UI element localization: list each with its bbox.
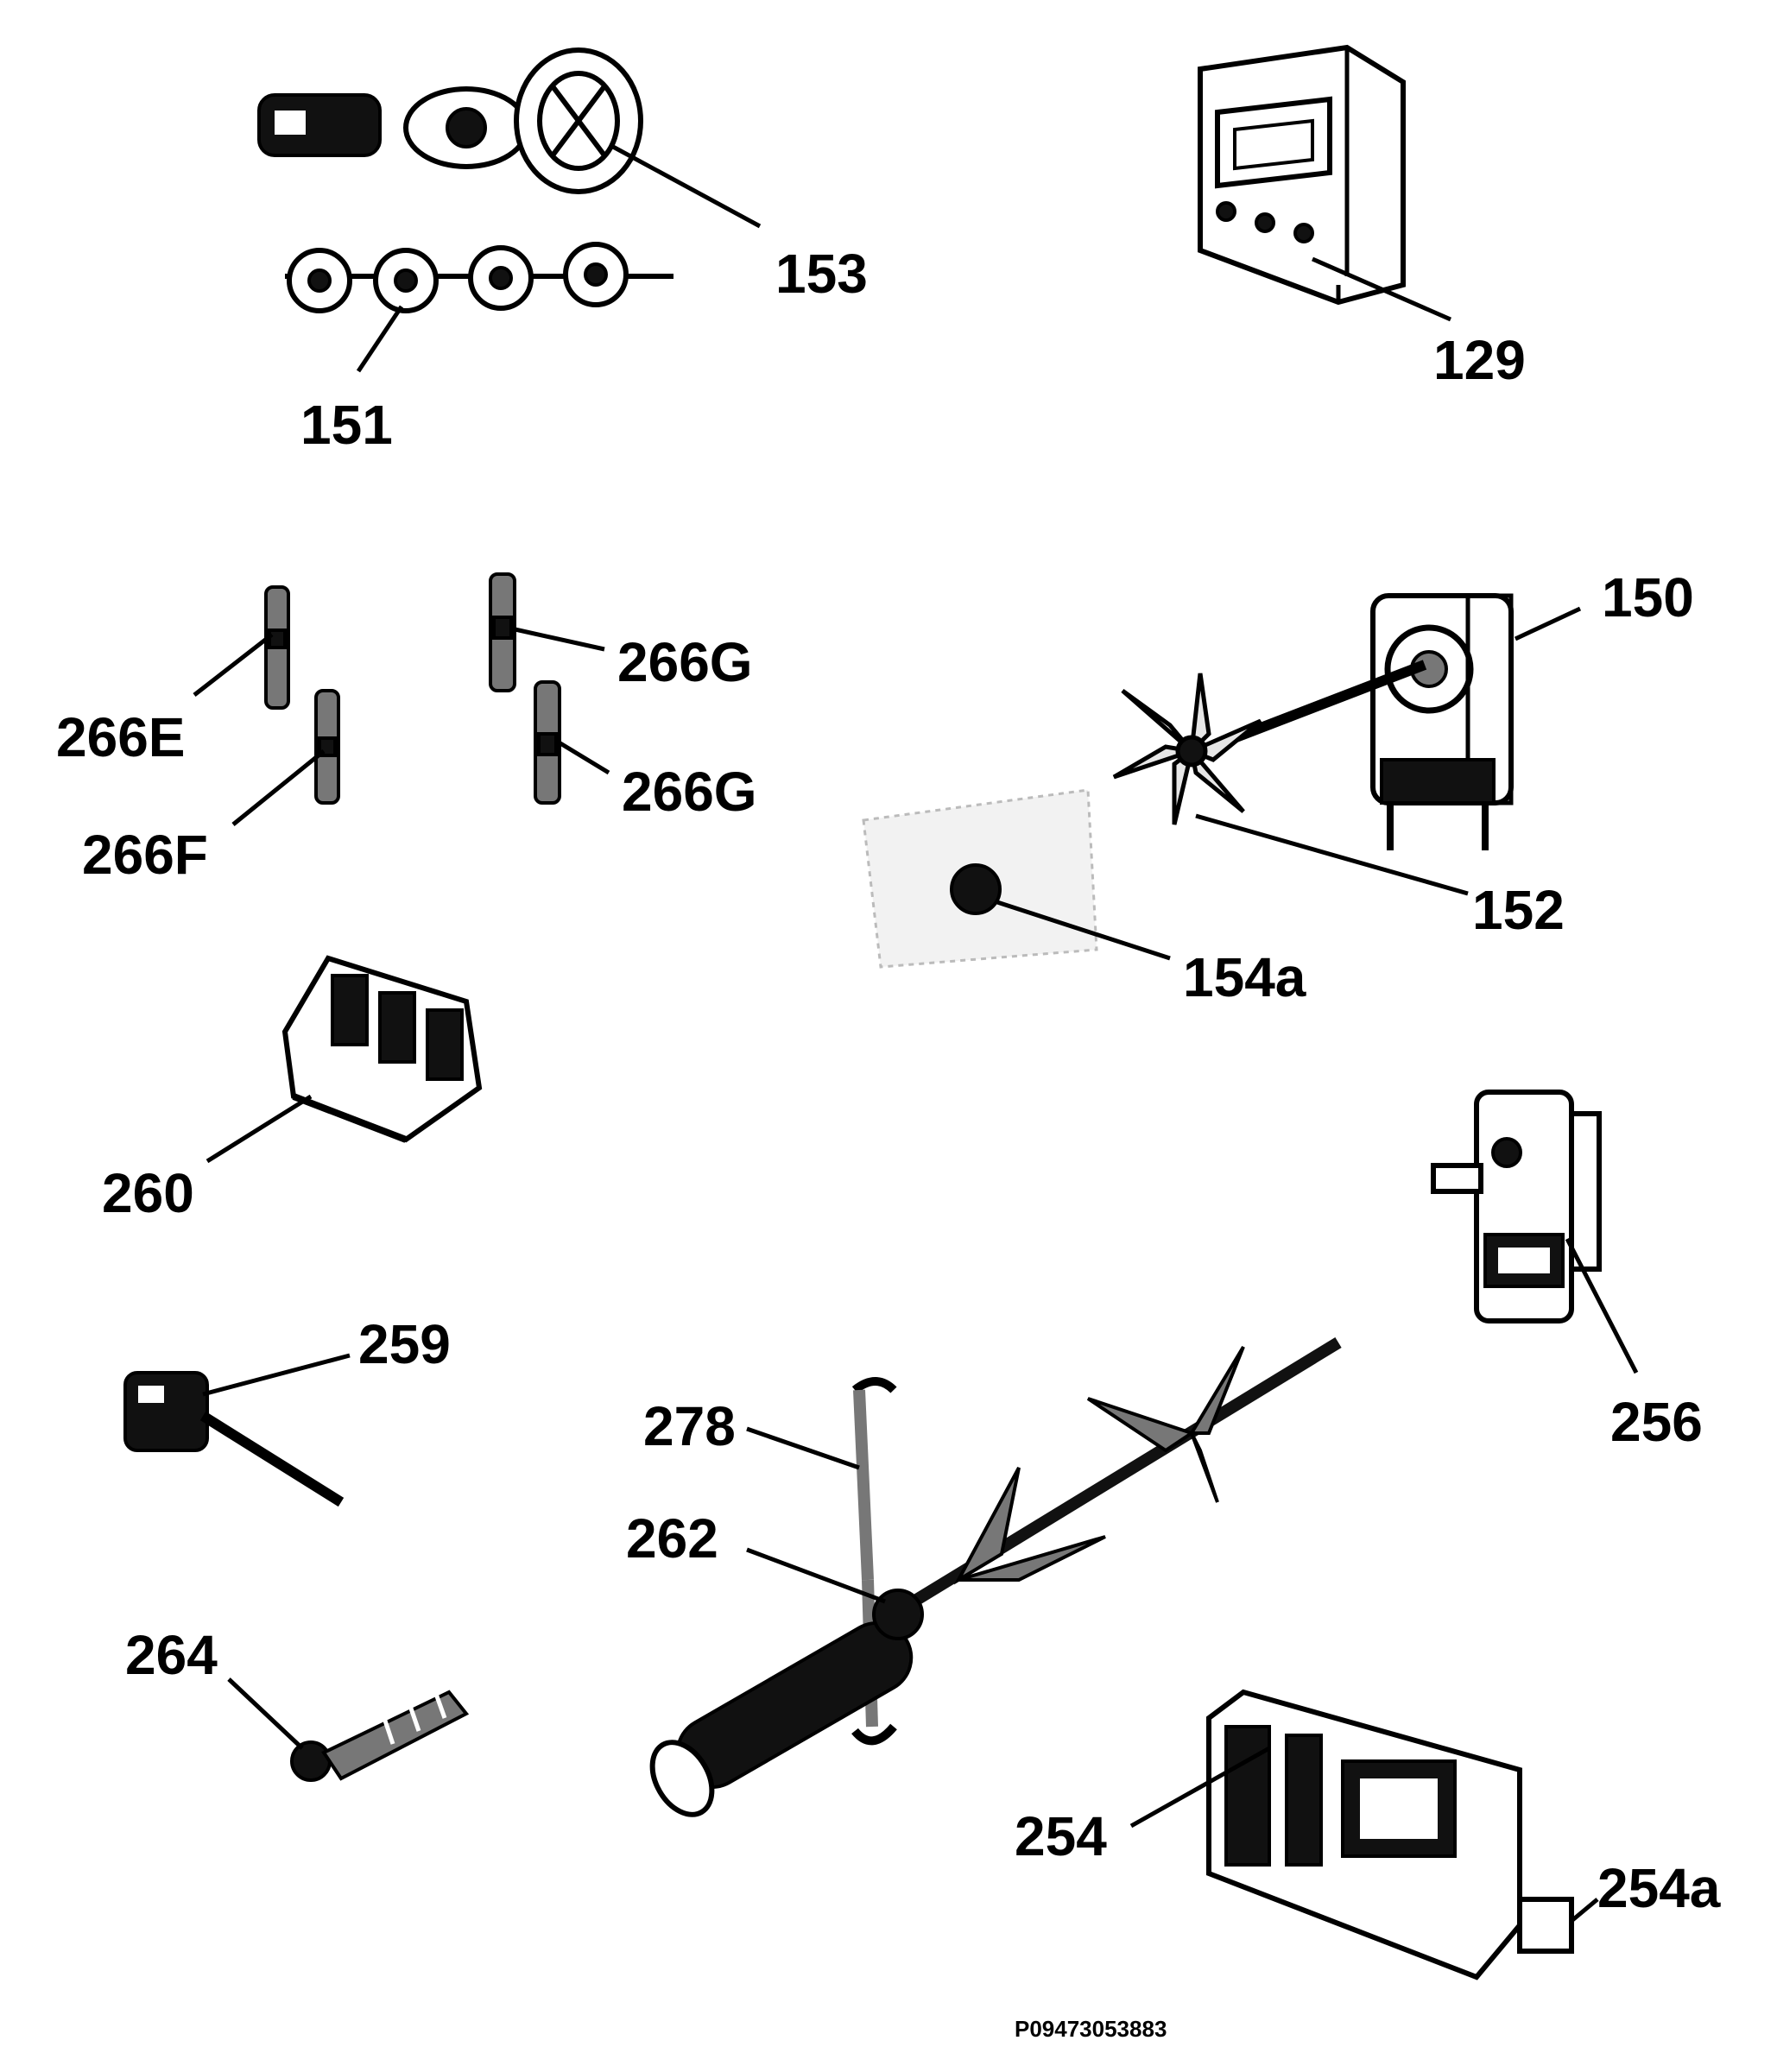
ignition-switch-part — [1206, 1689, 1574, 1980]
leader-264 — [227, 1677, 304, 1750]
thermostat-part — [1431, 1090, 1602, 1323]
callout-259: 259 — [358, 1313, 451, 1375]
callout-266F: 266F — [82, 824, 208, 886]
fan-blade-part — [1112, 673, 1262, 825]
leader-256 — [1565, 1237, 1639, 1374]
callout-256: 256 — [1610, 1391, 1703, 1453]
leader-266G-top — [510, 626, 605, 652]
drawing-code: P09473053883 — [1015, 2016, 1167, 2042]
leader-129 — [1311, 256, 1452, 322]
leader-254a — [1570, 1898, 1599, 1923]
pin-266E-part — [264, 585, 290, 710]
callout-154a: 154a — [1183, 946, 1306, 1008]
leader-266E — [193, 633, 274, 697]
callout-151: 151 — [300, 394, 393, 456]
rotisserie-spit-part — [649, 1337, 1342, 1817]
callout-266G-top: 266G — [617, 631, 753, 693]
leader-262 — [746, 1547, 886, 1604]
callout-264: 264 — [125, 1624, 218, 1686]
spark-electrode-part — [290, 1690, 470, 1782]
leader-153 — [611, 144, 762, 229]
callout-153: 153 — [775, 243, 868, 305]
leader-259 — [202, 1353, 351, 1397]
pin-266F-part — [314, 689, 340, 805]
fan-motor-part — [1198, 593, 1514, 850]
terminal-block-part — [281, 955, 483, 1143]
leader-254 — [1129, 1746, 1271, 1829]
leader-152 — [1195, 813, 1469, 896]
thermocouple-part — [123, 1371, 345, 1507]
electronic-timer-part — [1198, 44, 1406, 306]
ring-chain-part — [285, 242, 673, 313]
leader-154a — [996, 900, 1171, 961]
fan-cover-plate-part — [862, 788, 1098, 969]
callout-260: 260 — [102, 1162, 194, 1224]
leader-278 — [746, 1426, 860, 1470]
leader-150 — [1514, 606, 1582, 641]
leader-266F — [231, 749, 326, 826]
callout-254: 254 — [1015, 1805, 1107, 1867]
callout-150: 150 — [1602, 566, 1694, 629]
callout-278: 278 — [643, 1395, 736, 1457]
leader-266G-bottom — [554, 738, 610, 775]
knob-assembly-part — [257, 47, 643, 194]
callout-254a: 254a — [1597, 1857, 1721, 1919]
callout-262: 262 — [626, 1507, 718, 1570]
callout-266G-bottom: 266G — [622, 761, 757, 823]
callout-129: 129 — [1433, 329, 1526, 391]
leader-260 — [206, 1094, 313, 1164]
leader-151 — [356, 305, 404, 373]
pin-266G-top-part — [489, 572, 516, 692]
callout-152: 152 — [1472, 879, 1565, 941]
callout-266E: 266E — [56, 706, 186, 768]
